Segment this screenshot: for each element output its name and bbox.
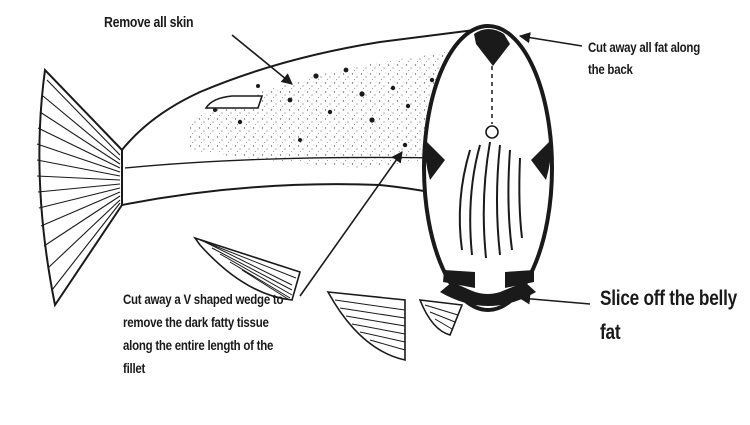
label-belly-fat-line: Slice off the belly: [600, 282, 737, 316]
pelvic-fin: [328, 292, 405, 360]
label-back-fat-line: the back: [588, 58, 700, 80]
label-v-wedge-line: fillet: [123, 357, 283, 380]
arrow-back-fat: [520, 36, 582, 46]
label-remove-skin: Remove all skin: [104, 14, 193, 31]
arrow-belly-fat: [520, 298, 590, 304]
label-belly-fat: Slice off the belly fat: [600, 282, 737, 350]
tail-fin: [37, 70, 122, 305]
label-belly-fat-line: fat: [600, 316, 737, 350]
label-back-fat-line: Cut away all fat along: [588, 36, 700, 58]
label-v-wedge-line: remove the dark fatty tissue: [123, 311, 283, 334]
label-v-wedge: Cut away a V shaped wedge to remove the …: [123, 288, 283, 380]
label-v-wedge-line: Cut away a V shaped wedge to: [123, 288, 283, 311]
pectoral-fin: [420, 300, 462, 335]
label-back-fat: Cut away all fat along the back: [588, 36, 700, 80]
label-v-wedge-line: along the entire length of the: [123, 334, 283, 357]
fillet-cross-section: [424, 26, 552, 310]
